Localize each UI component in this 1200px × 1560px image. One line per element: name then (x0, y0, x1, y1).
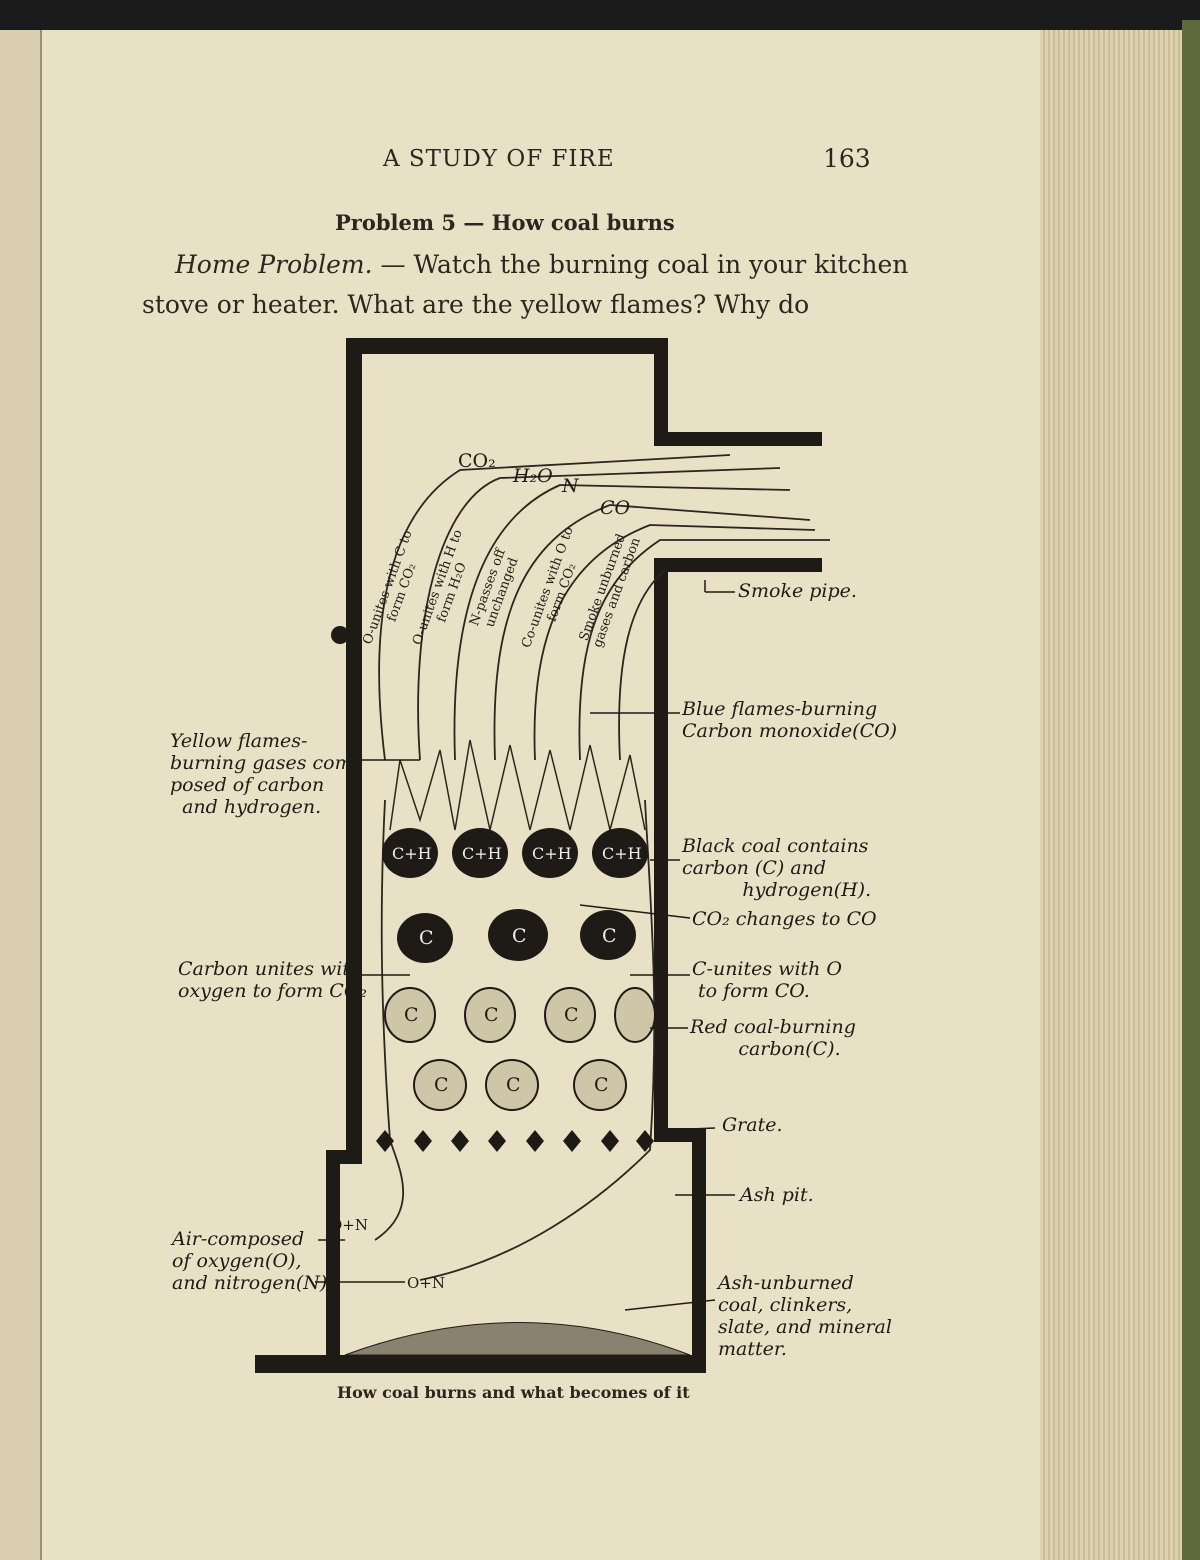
page-edges (1040, 30, 1182, 1560)
flames (389, 739, 646, 831)
red-coal-label: C (594, 1074, 609, 1096)
furnace-walls (255, 338, 822, 1373)
flue-gas-co2: CO₂ (458, 450, 496, 472)
callout-grate: Grate. (722, 1114, 783, 1136)
coal-label: C+H (462, 844, 502, 863)
red-coal-label: C (564, 1004, 579, 1026)
flue-gas-h2o: H₂O (513, 465, 553, 487)
ash-heap (344, 1322, 691, 1356)
callout-ash-pit: Ash pit. (740, 1184, 814, 1206)
red-coal-lumps (384, 987, 656, 1111)
coal-label: C+H (602, 844, 642, 863)
red-coal-label: C (506, 1074, 521, 1096)
callout-yellow-flames: Yellow flames- burning gases com- posed … (170, 730, 360, 818)
callout-carbon-unites: Carbon unites with oxygen to form CO₂ (178, 958, 368, 1002)
coal-label: C+H (392, 844, 432, 863)
callout-c-unites: C-unites with O to form CO. (692, 958, 843, 1002)
running-title: A STUDY OF FIRE (383, 146, 615, 172)
callout-smoke-pipe: Smoke pipe. (738, 580, 857, 602)
coal-label: C+H (532, 844, 572, 863)
home-problem-label: Home Problem. (175, 250, 373, 279)
coal-label: C (419, 927, 434, 949)
coal-lumps (382, 828, 648, 963)
inlet-label: O+N (407, 1274, 445, 1292)
book-cover (1182, 20, 1200, 1560)
callout-leaders (315, 580, 735, 1311)
red-coal-label: C (484, 1004, 499, 1026)
inlet-label: O+N (330, 1216, 368, 1234)
body-text: — Watch the burning coal in your kitchen (372, 250, 909, 279)
callout-red-coal: Red coal-burning carbon(C). (690, 1016, 856, 1060)
red-coal-label: C (404, 1004, 419, 1026)
body-line-2: stove or heater. What are the yellow fla… (142, 290, 810, 319)
red-coal-label: C (434, 1074, 449, 1096)
flue-gas-n: N (562, 475, 579, 497)
callout-co2-changes: CO₂ changes to CO (692, 908, 877, 930)
flue-gas-co: CO (600, 497, 631, 519)
coal-label: C (512, 925, 527, 947)
callout-ash: Ash-unburned coal, clinkers, slate, and … (718, 1272, 892, 1360)
coal-label: C (602, 925, 617, 947)
body-line-1: Home Problem. — Watch the burning coal i… (175, 250, 908, 279)
section-title: Problem 5 — How coal burns (335, 210, 675, 235)
page-number: 163 (823, 144, 871, 173)
figure-caption: How coal burns and what becomes of it (337, 1383, 690, 1402)
grate-bars (376, 1130, 654, 1152)
facing-page-edge (0, 30, 42, 1560)
callout-air: Air-composed of oxygen(O), and nitrogen(… (172, 1228, 334, 1294)
callout-black-coal: Black coal contains carbon (C) and hydro… (682, 835, 872, 901)
callout-blue-flames: Blue flames-burning Carbon monoxide(CO) (682, 698, 898, 742)
gas-flow-lines (374, 454, 830, 1281)
book-page (42, 30, 1042, 1560)
